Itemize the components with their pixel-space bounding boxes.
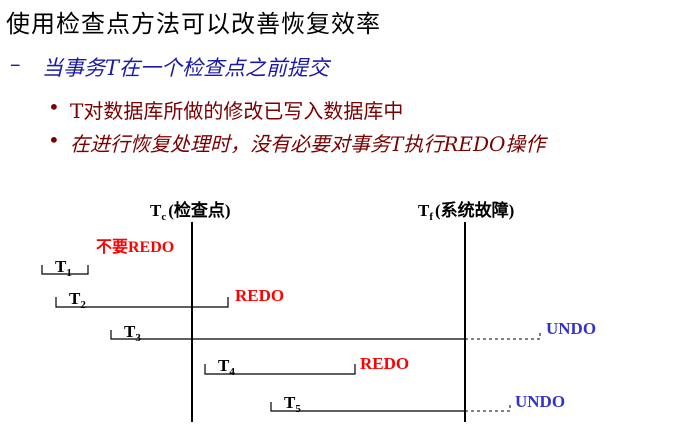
t4-action: REDO [360, 354, 409, 373]
t3-action: UNDO [546, 319, 596, 338]
transaction-t3: T3 UNDO [110, 319, 596, 344]
t1-action: 不要REDO [96, 238, 174, 256]
failure-label: Tf(系统故障) [418, 200, 514, 223]
transaction-t2: T2 REDO [55, 286, 284, 311]
slide-title: 使用检查点方法可以改善恢复效率 [6, 10, 381, 38]
t2-action: REDO [235, 286, 284, 305]
svg-text:T5: T5 [284, 393, 301, 415]
bullet-text-2: 在进行恢复处理时，没有必要对事务T执行REDO操作 [70, 132, 546, 156]
transaction-t1: T1 不要REDO [41, 238, 174, 279]
level1-dash: – [10, 52, 21, 76]
svg-text:T1: T1 [55, 257, 72, 279]
level1-text: 当事务T在一个检查点之前提交 [42, 56, 330, 80]
svg-text:T4: T4 [218, 356, 235, 378]
bullet-text-1: T对数据库所做的修改已写入数据库中 [70, 99, 404, 123]
transaction-t4: T4 REDO [204, 354, 409, 378]
bullet-dot-2: • [48, 128, 60, 152]
checkpoint-label: Tc(检查点) [150, 200, 231, 223]
svg-text:T2: T2 [69, 289, 86, 311]
bullet-dot-1: • [48, 95, 60, 119]
svg-text:T3: T3 [124, 322, 141, 344]
t5-action: UNDO [515, 392, 565, 411]
transaction-t5: T5 UNDO [270, 392, 565, 415]
